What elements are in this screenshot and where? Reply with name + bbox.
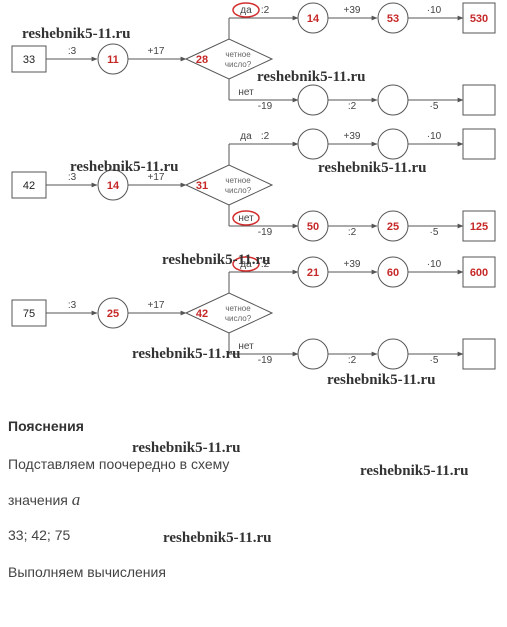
watermark: reshebnik5-11.ru bbox=[327, 372, 436, 388]
watermark: reshebnik5-11.ru bbox=[318, 160, 427, 176]
explanation-line-1: Подставляем поочередно в схему bbox=[8, 456, 230, 472]
highlight-mark bbox=[232, 210, 260, 226]
add-label: +17 bbox=[148, 300, 165, 311]
result-value: 125 bbox=[470, 221, 488, 233]
result-value: 600 bbox=[470, 267, 488, 279]
watermark: reshebnik5-11.ru bbox=[70, 159, 179, 175]
value-circle bbox=[377, 338, 409, 370]
sum-value: 31 bbox=[196, 180, 208, 192]
operation-label: +39 bbox=[344, 5, 361, 16]
decision-text: число? bbox=[225, 60, 252, 69]
watermark: reshebnik5-11.ru bbox=[360, 463, 469, 479]
watermark: reshebnik5-11.ru bbox=[163, 530, 272, 546]
operation-label: :2 bbox=[261, 5, 270, 16]
value-label: 60 bbox=[387, 267, 399, 279]
operation-label: -19 bbox=[258, 101, 273, 112]
add-label: +17 bbox=[148, 172, 165, 183]
value-circle bbox=[297, 338, 329, 370]
input-box bbox=[11, 171, 47, 199]
result-box bbox=[462, 210, 496, 242]
operation-label: :2 bbox=[348, 355, 357, 366]
result-box bbox=[462, 2, 496, 34]
value-circle bbox=[297, 84, 329, 116]
operation-label: :2 bbox=[261, 259, 270, 270]
result-box bbox=[462, 128, 496, 160]
variable-a: a bbox=[71, 490, 81, 509]
value-label: 25 bbox=[387, 221, 399, 233]
watermark: reshebnik5-11.ru bbox=[132, 346, 241, 362]
value-label: 11 bbox=[107, 54, 119, 66]
sum-value: 28 bbox=[196, 54, 208, 66]
operation-label: :2 bbox=[348, 101, 357, 112]
decision-text: четное bbox=[225, 176, 251, 185]
decision-text: четное bbox=[225, 50, 251, 59]
value-label: 25 bbox=[107, 308, 119, 320]
operation-label: ·10 bbox=[427, 5, 442, 16]
result-box bbox=[462, 256, 496, 288]
operation-label: ·5 bbox=[430, 355, 439, 366]
highlight-mark bbox=[232, 256, 260, 272]
operation-label: :2 bbox=[261, 131, 270, 142]
value-circle bbox=[297, 128, 329, 160]
operation-label: ·5 bbox=[430, 227, 439, 238]
input-box bbox=[11, 299, 47, 327]
result-value: 530 bbox=[470, 13, 488, 25]
decision-diamond bbox=[184, 164, 274, 206]
value-label: 21 bbox=[307, 267, 319, 279]
watermark: reshebnik5-11.ru bbox=[132, 440, 241, 456]
input-value: 75 bbox=[23, 308, 35, 320]
operation-label: ·5 bbox=[430, 101, 439, 112]
explanation-line-2-text: значения bbox=[8, 492, 68, 508]
value-label: 14 bbox=[307, 13, 320, 25]
watermark: reshebnik5-11.ru bbox=[257, 69, 366, 85]
watermark: reshebnik5-11.ru bbox=[162, 252, 271, 268]
input-value: 42 bbox=[23, 180, 35, 192]
add-label: +17 bbox=[148, 46, 165, 57]
value-label: 53 bbox=[387, 13, 399, 25]
operation-label: +39 bbox=[344, 259, 361, 270]
operation-label: -19 bbox=[258, 227, 273, 238]
input-value: 33 bbox=[23, 54, 35, 66]
operation-label: +39 bbox=[344, 131, 361, 142]
result-box bbox=[462, 84, 496, 116]
explanation-line-4: Выполняем вычисления bbox=[8, 564, 166, 580]
yes-branch-label: да bbox=[240, 131, 252, 142]
explanation-title: Пояснения bbox=[8, 418, 84, 434]
highlight-mark bbox=[232, 2, 260, 18]
yes-branch-label: да bbox=[240, 5, 252, 16]
value-label: 50 bbox=[307, 221, 319, 233]
decision-diamond bbox=[184, 292, 274, 334]
explanation-line-3: 33; 42; 75 bbox=[8, 527, 71, 543]
divide-label: :3 bbox=[68, 300, 77, 311]
decision-diamond bbox=[184, 38, 274, 80]
sum-value: 42 bbox=[196, 308, 208, 320]
operation-label: ·10 bbox=[427, 131, 442, 142]
yes-branch-label: да bbox=[240, 259, 252, 270]
operation-label: -19 bbox=[258, 355, 273, 366]
value-circle bbox=[377, 128, 409, 160]
value-label: 14 bbox=[107, 180, 120, 192]
operation-label: :2 bbox=[348, 227, 357, 238]
operation-label: ·10 bbox=[427, 259, 442, 270]
explanation-line-2: значения a bbox=[8, 490, 80, 510]
value-circle bbox=[377, 84, 409, 116]
divide-label: :3 bbox=[68, 46, 77, 57]
divide-label: :3 bbox=[68, 172, 77, 183]
result-box bbox=[462, 338, 496, 370]
input-box bbox=[11, 45, 47, 73]
watermark: reshebnik5-11.ru bbox=[22, 26, 131, 42]
no-branch-label: нет bbox=[238, 213, 254, 224]
no-branch-label: нет bbox=[238, 87, 254, 98]
decision-text: четное bbox=[225, 304, 251, 313]
decision-text: число? bbox=[225, 314, 252, 323]
decision-text: число? bbox=[225, 186, 252, 195]
no-branch-label: нет bbox=[238, 341, 254, 352]
